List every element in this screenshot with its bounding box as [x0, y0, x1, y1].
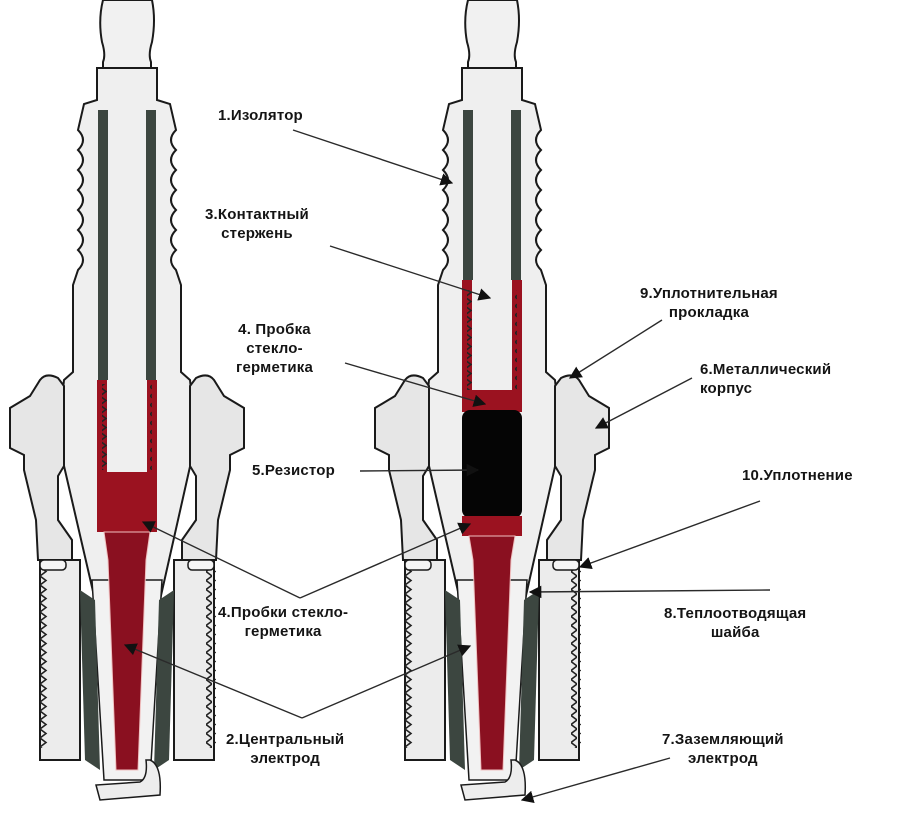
label-line: электрод — [688, 750, 758, 767]
label-line: шайба — [710, 624, 760, 641]
metal-body — [9, 374, 73, 561]
label-line: 1.Изолятор — [218, 107, 303, 124]
glass-seal-upper — [462, 390, 522, 412]
label-glass-seal-plugs: 4.Пробки стекло- герметика — [218, 603, 348, 641]
leader-resistor — [359, 463, 480, 477]
leader-contact-rod — [329, 245, 492, 301]
label-line: корпус — [700, 380, 753, 397]
leader-ground-electrode — [520, 757, 671, 803]
leader-center-electrode-left — [123, 643, 303, 719]
terminal-nut — [464, 0, 520, 69]
label-line: 2.Центральный — [226, 731, 345, 748]
leader-glass-seal-plugs-right — [299, 522, 472, 599]
label-line: 4. Пробка — [238, 321, 311, 338]
resistor — [462, 410, 522, 518]
label-line: герметика — [236, 359, 314, 376]
label-line: 10.Уплотнение — [742, 467, 853, 484]
label-line: прокладка — [668, 304, 749, 321]
label-line: 5.Резистор — [252, 462, 335, 479]
ground-electrode — [460, 759, 527, 801]
label-line: 9.Уплотнительная — [640, 285, 778, 302]
label-line: 4.Пробки стекло- — [218, 604, 349, 621]
label-center-electrode: 2.Центральный электрод — [226, 730, 344, 768]
label-line: 7.Заземляющий — [662, 731, 784, 748]
label-ground-electrode: 7.Заземляющий электрод — [662, 730, 784, 768]
label-glass-seal-plug: 4. Пробка стекло- герметика — [236, 320, 313, 377]
leader-insulator — [292, 129, 454, 186]
gasket — [552, 559, 580, 571]
label-sealing-gasket: 9.Уплотнительная прокладка — [640, 284, 778, 322]
leader-center-electrode-right — [301, 644, 472, 719]
leader-glass-seal — [344, 362, 487, 407]
label-line: 3.Контактный — [205, 206, 309, 223]
center-electrode — [468, 535, 516, 771]
leader-glass-seal-plugs-left — [141, 521, 301, 599]
label-line: стекло- — [246, 340, 303, 357]
label-line: 6.Металлический — [700, 361, 832, 378]
gasket — [39, 559, 67, 571]
metal-body — [374, 374, 438, 561]
terminal-nut — [99, 0, 155, 69]
leader-sealing-gasket — [568, 319, 663, 379]
gasket — [187, 559, 215, 571]
label-insulator: 1.Изолятор — [218, 106, 303, 125]
leader-seal — [578, 500, 761, 570]
label-metal-body: 6.Металлический корпус — [700, 360, 831, 398]
plug-right — [374, 0, 610, 801]
glass-seal-lower — [462, 516, 522, 536]
ground-electrode — [95, 759, 162, 801]
plug-left — [9, 0, 245, 801]
gasket — [404, 559, 432, 571]
leader-metal-body — [594, 377, 693, 429]
metal-body — [181, 374, 245, 561]
label-line: герметика — [244, 623, 322, 640]
label-seal: 10.Уплотнение — [742, 466, 853, 485]
label-heat-washer: 8.Теплоотводящая шайба — [664, 604, 806, 642]
label-line: 8.Теплоотводящая — [664, 605, 807, 622]
leader-lines — [123, 129, 771, 803]
label-line: стержень — [221, 225, 293, 242]
glass-seal — [97, 472, 157, 532]
label-line: электрод — [250, 750, 321, 767]
metal-body — [546, 374, 610, 561]
label-resistor: 5.Резистор — [252, 461, 335, 480]
leader-heat-washer — [528, 585, 771, 599]
label-contact-rod: 3.Контактный стержень — [205, 205, 309, 243]
